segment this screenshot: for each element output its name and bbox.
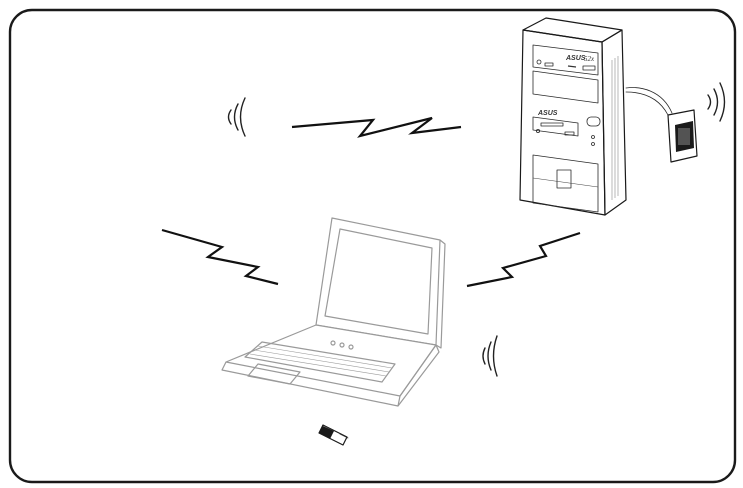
front-brand-label: ASUS: [537, 110, 558, 117]
usb-stick-adapter: [319, 425, 348, 445]
wireless-link-left: [162, 230, 278, 284]
laptop-computer: [222, 218, 445, 406]
wireless-link-right: [467, 233, 580, 286]
desktop-computer: ASUS 52x ASUS: [520, 18, 626, 215]
drive-speed-label: 52x: [584, 55, 595, 63]
usb-wireless-adapter: [626, 88, 697, 162]
wireless-waves-desktop-icon: [708, 83, 725, 121]
wireless-waves-top-left-icon: [229, 98, 246, 136]
wireless-waves-bottom-icon: [483, 336, 497, 376]
wireless-link-top: [292, 118, 461, 136]
drive-brand-label: ASUS: [565, 55, 586, 62]
